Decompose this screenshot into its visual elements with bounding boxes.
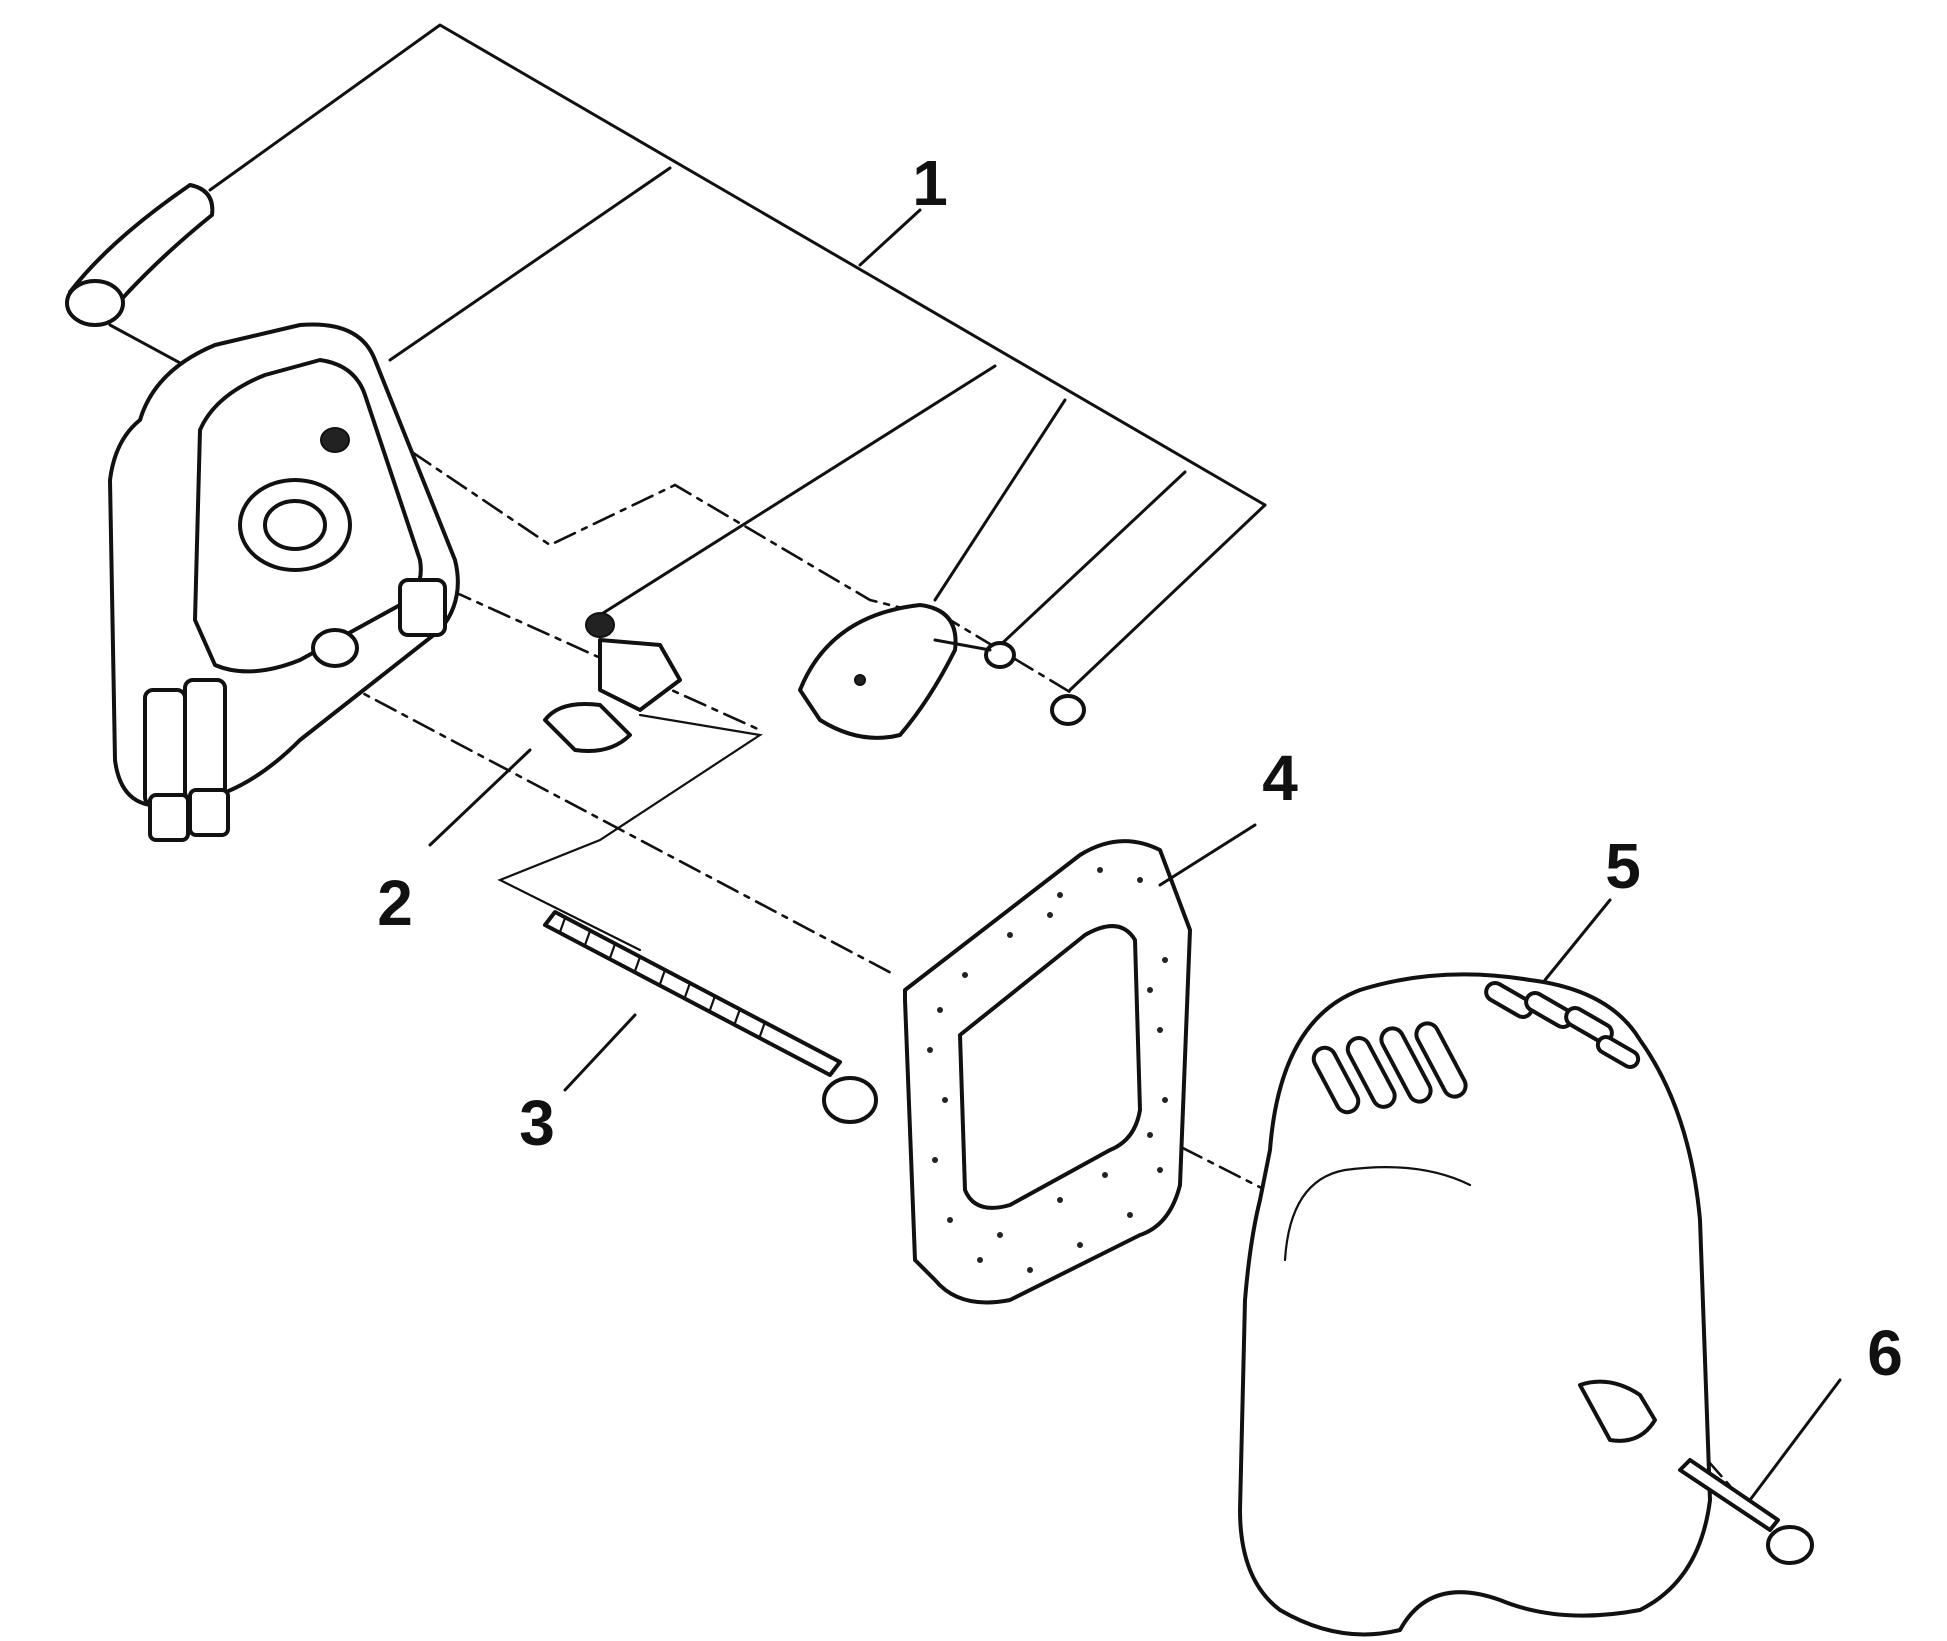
- part-3-long-screw: [543, 910, 878, 1124]
- callout-1: 1: [912, 147, 948, 219]
- linkage-parts: [543, 612, 682, 753]
- callout-5: 5: [1605, 830, 1641, 902]
- callout-3: 3: [519, 1087, 555, 1159]
- throttle-cam-plate: [798, 603, 1086, 740]
- mounting-studs: [143, 427, 447, 842]
- choke-lever: [65, 183, 232, 392]
- part-4-foam-filter: [903, 839, 1192, 1305]
- callout-6: 6: [1867, 1317, 1903, 1389]
- callout-labels: 1 2 3 4 5 6: [377, 147, 1903, 1389]
- callout-2: 2: [377, 867, 413, 939]
- foam-texture: [927, 867, 1168, 1273]
- callout-leaders: [428, 208, 1842, 1502]
- part-1-group-bracket: [208, 23, 1267, 692]
- callout-4: 4: [1262, 742, 1298, 814]
- part-6-cover-screw: [1678, 1458, 1814, 1565]
- part-5-filter-cover: [1238, 972, 1712, 1637]
- cover-vent-slots: [1311, 981, 1641, 1115]
- part-1-air-box-base: [65, 183, 1086, 842]
